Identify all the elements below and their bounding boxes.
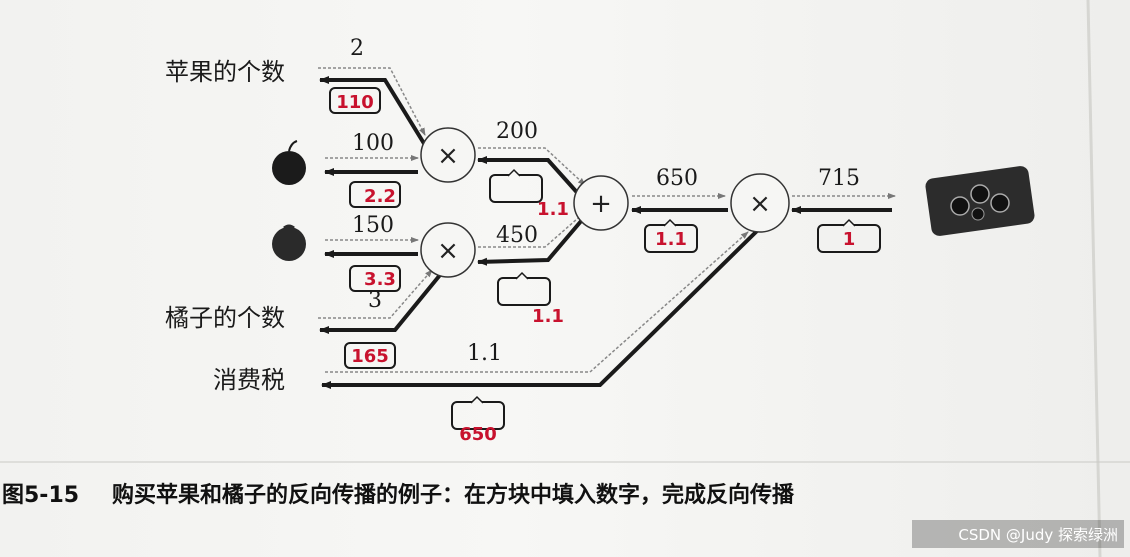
- orange-count-value: 3: [368, 288, 382, 313]
- grad-orange-total: 1.1: [532, 306, 564, 327]
- grad-box-sum: 1.1: [644, 218, 698, 253]
- tax-multiply-node: [730, 173, 790, 233]
- figure-number: 图5-15: [2, 483, 79, 508]
- grad-box-final: 1: [817, 218, 881, 253]
- apple-icon: [272, 140, 306, 185]
- apple-count-label: 苹果的个数: [165, 58, 285, 86]
- grad-apple-total: 1.1: [537, 199, 569, 220]
- grad-box-orange-count: 165: [344, 342, 396, 369]
- apple-multiply-node: [420, 127, 476, 183]
- forward-arrow-orange-total: [478, 211, 586, 248]
- grad-apple-count: 110: [336, 92, 374, 113]
- backward-arrow-orange-total: [477, 218, 584, 266]
- grad-final: 1: [843, 229, 856, 250]
- orange-price-value: 150: [352, 213, 394, 238]
- grad-box-tax: 650: [451, 395, 505, 445]
- backward-arrow-orange-count: [319, 273, 442, 334]
- apple-count-value: 2: [350, 36, 364, 61]
- grad-box-apple-count: 110: [329, 87, 381, 114]
- forward-arrow-orange-count: [318, 269, 433, 319]
- backward-arrow-apple-total: [477, 156, 584, 200]
- orange-count-label: 橘子的个数: [165, 304, 285, 332]
- apple-price-value: 100: [352, 131, 394, 156]
- forward-arrow-tax: [325, 231, 749, 373]
- backward-arrow-tax: [321, 226, 762, 389]
- orange-total-value: 450: [496, 223, 538, 248]
- apple-total-value: 200: [496, 119, 538, 144]
- tax-multiply-operator: ×: [749, 189, 771, 219]
- grad-box-orange-total: 1.1: [497, 271, 564, 327]
- grad-apple-price: 2.2: [364, 186, 396, 207]
- backward-arrow-apple-count: [319, 76, 430, 152]
- wallet-icon: [925, 166, 1035, 236]
- orange-multiply-node: [420, 222, 476, 278]
- tax-value: 1.1: [467, 341, 502, 366]
- final-value: 715: [818, 166, 860, 191]
- grad-tax: 650: [459, 424, 497, 445]
- grad-orange-count: 165: [351, 346, 389, 367]
- tax-label: 消费税: [213, 366, 285, 394]
- forward-arrow-apple-count: [318, 67, 426, 136]
- page-edge: [1086, 0, 1102, 557]
- forward-arrow-apple-total: [478, 147, 586, 186]
- grad-sum: 1.1: [655, 229, 687, 250]
- add-node: [573, 175, 629, 231]
- add-operator: +: [590, 189, 612, 219]
- figure-caption: 购买苹果和橘子的反向传播的例子：在方块中填入数字，完成反向传播: [112, 482, 795, 508]
- apple-multiply-operator: ×: [437, 141, 459, 171]
- grad-box-apple-total: 1.1: [489, 168, 569, 220]
- grad-box-apple-price: 2.2: [349, 181, 401, 208]
- watermark-backdrop: [912, 520, 1124, 548]
- watermark: CSDN @Judy 探索绿洲: [958, 526, 1118, 544]
- grad-box-orange-price: 3.3: [349, 265, 401, 292]
- sum-value: 650: [656, 166, 698, 191]
- orange-icon: [272, 224, 306, 261]
- grad-orange-price: 3.3: [364, 269, 396, 290]
- orange-multiply-operator: ×: [437, 236, 459, 266]
